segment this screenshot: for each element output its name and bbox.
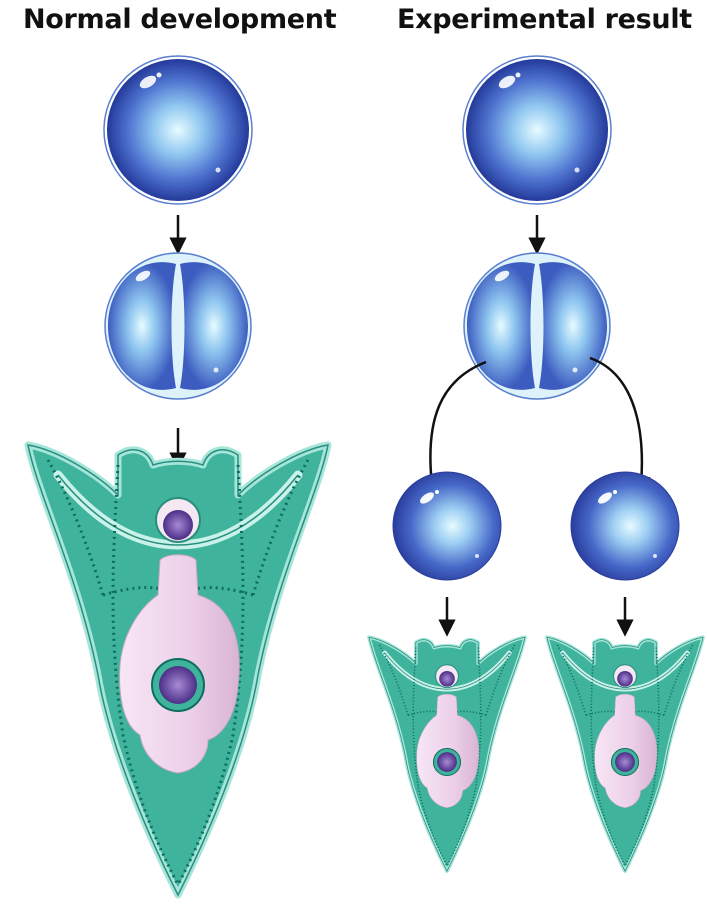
- larva-small-right: [547, 637, 703, 871]
- two-cell-embryo-experimental: [464, 253, 610, 399]
- egg-cell-normal: [104, 56, 252, 204]
- larva-small-left: [369, 637, 525, 871]
- curved-arrow-right-icon: [590, 358, 642, 485]
- blastomere-left: [393, 472, 501, 580]
- egg-cell-experimental: [463, 56, 611, 204]
- larva-normal: [28, 445, 328, 895]
- curved-arrow-left-icon: [430, 362, 486, 485]
- blastomere-right: [571, 472, 679, 580]
- two-cell-embryo-normal: [105, 253, 251, 399]
